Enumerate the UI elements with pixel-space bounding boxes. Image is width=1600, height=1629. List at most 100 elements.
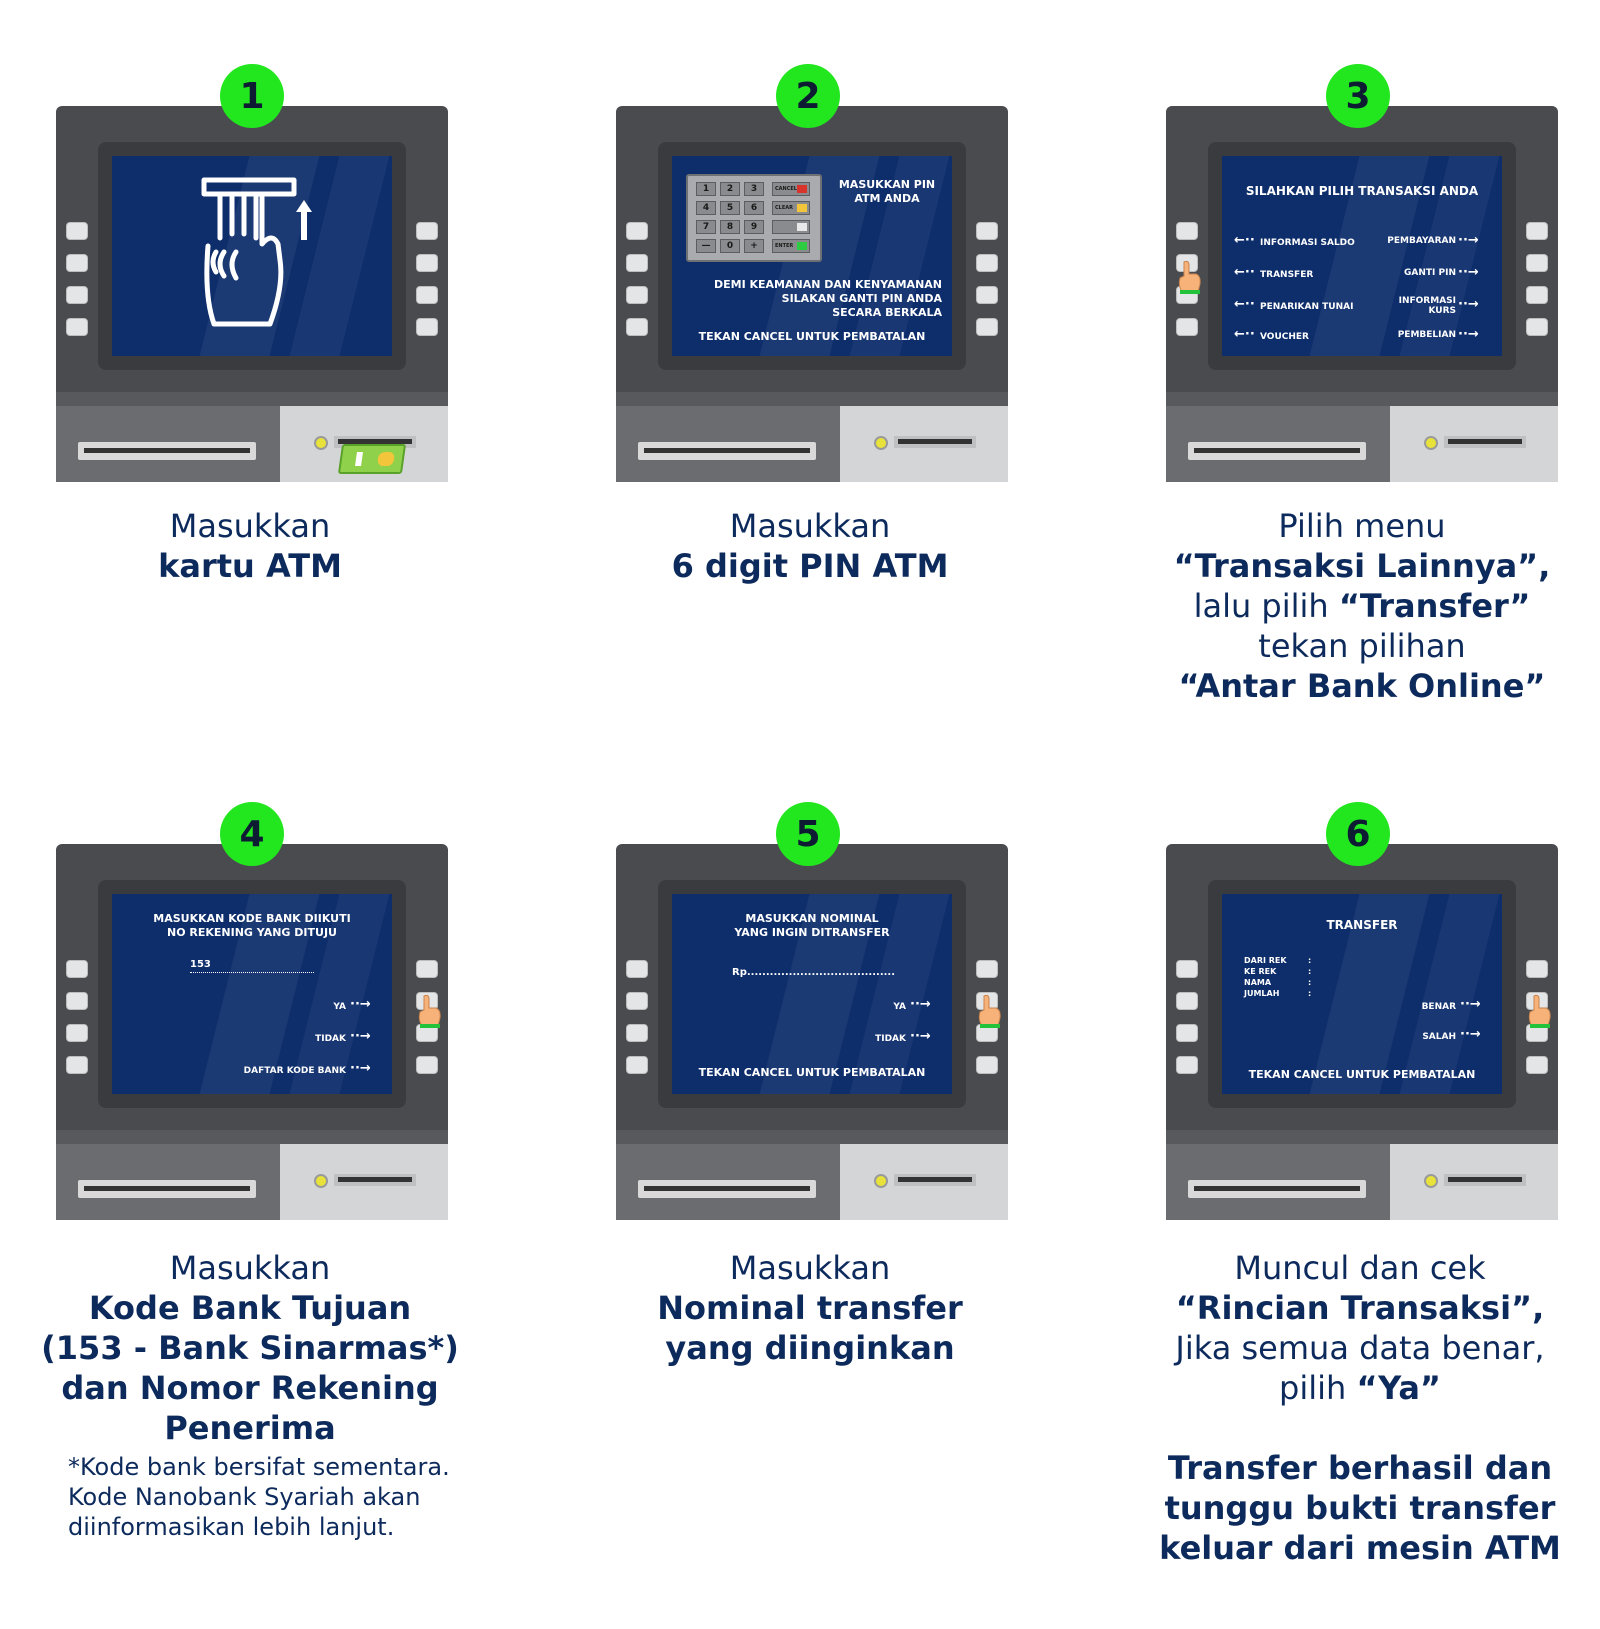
- caption-line: 6 digit PIN ATM: [540, 546, 1080, 586]
- caption-text: Muncul dan cek: [1234, 1249, 1486, 1287]
- caption-text: Jika semua data benar,: [1175, 1329, 1545, 1367]
- menu-option-0: INFORMASI SALDO: [1260, 238, 1355, 248]
- detail-field-label: JUMLAH: [1244, 989, 1280, 998]
- detail-field-label: DARI REK: [1244, 956, 1287, 965]
- caption-line: Masukkan: [540, 1248, 1080, 1288]
- caption-text: Masukkan: [169, 507, 331, 545]
- atm-screen: MASUKKAN NOMINAL YANG INGIN DITRANSFER R…: [672, 894, 952, 1094]
- menu-option-2: PENARIKAN TUNAI: [1260, 302, 1354, 312]
- atm-card-inserted: [337, 444, 407, 474]
- detail-field-separator: :: [1308, 978, 1312, 987]
- step-caption: Muncul dan cek“Rincian Transaksi”,Jika s…: [1100, 1248, 1600, 1408]
- screen-cancel-hint: TEKAN CANCEL UNTUK PEMBATALAN: [1248, 1068, 1476, 1081]
- result-text: Transfer berhasil dan: [1167, 1449, 1553, 1487]
- caption-line: “Antar Bank Online”: [1102, 666, 1600, 706]
- caption-text: Pilih menu: [1278, 507, 1446, 545]
- caption-text: “Rincian Transaksi”,: [1175, 1289, 1545, 1327]
- step-caption: Pilih menu“Transaksi Lainnya”,lalu pilih…: [1102, 506, 1600, 706]
- atm-screen: SILAHKAN PILIH TRANSAKSI ANDA ←··INFORMA…: [1222, 156, 1502, 356]
- atm-machine: TRANSFER DARI REK:KE REK:NAMA:JUMLAH: BE…: [1166, 844, 1558, 1220]
- caption-line: Muncul dan cek: [1100, 1248, 1600, 1288]
- caption-line: Transfer berhasil dan: [1100, 1448, 1600, 1488]
- caption-line: Masukkan: [0, 506, 500, 546]
- step-1: 1: [0, 0, 540, 740]
- card-reader-led: [1424, 436, 1438, 450]
- screen-title: MASUKKAN PIN ATM ANDA: [838, 178, 936, 205]
- caption-line: lalu pilih “Transfer”: [1102, 586, 1600, 626]
- caption-text: kartu ATM: [158, 547, 342, 585]
- caption-line: Pilih menu: [1102, 506, 1600, 546]
- amount-input: Rp......................................…: [732, 967, 896, 978]
- caption-line: Penerima: [0, 1408, 500, 1448]
- atm-machine: MASUKKAN KODE BANK DIIKUTI NO REKENING Y…: [56, 844, 448, 1220]
- right-arrow-icon: ··→: [1458, 233, 1479, 248]
- menu-option-right-2: INFORMASI KURS: [1398, 296, 1456, 316]
- pin-pad-function-key: ENTER: [772, 239, 810, 253]
- detail-field-label: NAMA: [1244, 978, 1272, 987]
- pointing-finger-icon: [1178, 260, 1201, 294]
- step-4: 4 MASUKKAN KODE BANK DIIKUTI NO REKENING…: [0, 740, 540, 1629]
- atm-machine: MASUKKAN NOMINAL YANG INGIN DITRANSFER R…: [616, 844, 1008, 1220]
- option-0: BENAR: [1421, 1002, 1456, 1012]
- atm-screen: MASUKKAN KODE BANK DIIKUTI NO REKENING Y…: [112, 894, 392, 1094]
- cash-dispenser-slot: [78, 1180, 256, 1198]
- card-reader-led: [1424, 1174, 1438, 1188]
- bank-code-input: 153: [190, 959, 211, 970]
- cash-dispenser-slot: [638, 1180, 816, 1198]
- caption-line: Nominal transfer: [540, 1288, 1080, 1328]
- cash-dispenser-slot: [638, 442, 816, 460]
- option-1: TIDAK: [315, 1034, 346, 1044]
- result-text: tunggu bukti transfer: [1164, 1489, 1556, 1527]
- caption-text: Masukkan: [729, 507, 891, 545]
- caption-line: (153 - Bank Sinarmas*): [0, 1328, 500, 1368]
- caption-line: Masukkan: [0, 1248, 500, 1288]
- right-arrow-icon: ··→: [1458, 297, 1479, 312]
- caption-text: “Antar Bank Online”: [1178, 667, 1546, 705]
- atm-screen: TRANSFER DARI REK:KE REK:NAMA:JUMLAH: BE…: [1222, 894, 1502, 1094]
- screen-title: TRANSFER: [1326, 918, 1398, 932]
- screen-info: DEMI KEAMANAN DAN KENYAMANAN SILAKAN GAN…: [713, 278, 942, 319]
- caption-line: pilih “Ya”: [1100, 1368, 1600, 1408]
- caption-text: Masukkan: [729, 1249, 891, 1287]
- pointing-finger-icon: [1528, 994, 1551, 1028]
- pin-pad-key: 0: [720, 239, 740, 253]
- step-number-badge: 4: [220, 802, 284, 866]
- caption-text: pilih: [1279, 1369, 1357, 1407]
- insert-card-icon: [201, 177, 312, 327]
- pin-pad-key: 3: [744, 182, 764, 196]
- card-reader-slot: [1444, 1174, 1526, 1186]
- screen-title: MASUKKAN NOMINAL YANG INGIN DITRANSFER: [734, 912, 890, 939]
- menu-option-3: VOUCHER: [1260, 332, 1309, 342]
- pin-pad-function-key: CANCEL: [772, 182, 810, 196]
- step-3: 3 SILAHKAN PILIH TRANSAKSI ANDA ←··INFOR…: [1080, 0, 1600, 740]
- pin-pad-key: —: [696, 239, 716, 253]
- right-arrow-icon: ··→: [1460, 1027, 1481, 1042]
- detail-field-label: KE REK: [1244, 967, 1277, 976]
- card-reader-slot: [894, 1174, 976, 1186]
- pin-pad-key: 4: [696, 201, 716, 215]
- option-1: TIDAK: [875, 1034, 906, 1044]
- step-number-badge: 3: [1326, 64, 1390, 128]
- step-number-badge: 1: [220, 64, 284, 128]
- menu-option-right-1: GANTI PIN: [1404, 268, 1456, 278]
- right-arrow-icon: ··→: [910, 1029, 931, 1044]
- menu-option-right-3: PEMBELIAN: [1397, 330, 1456, 340]
- caption-line: Masukkan: [540, 506, 1080, 546]
- right-arrow-icon: ··→: [1458, 327, 1479, 342]
- pin-pad-key: 9: [744, 220, 764, 234]
- card-reader-slot: [894, 436, 976, 448]
- caption-line: “Rincian Transaksi”,: [1100, 1288, 1600, 1328]
- caption-text: lalu pilih: [1193, 587, 1339, 625]
- detail-field-separator: :: [1308, 956, 1312, 965]
- pin-pad-key: 5: [720, 201, 740, 215]
- option-0: YA: [893, 1002, 906, 1012]
